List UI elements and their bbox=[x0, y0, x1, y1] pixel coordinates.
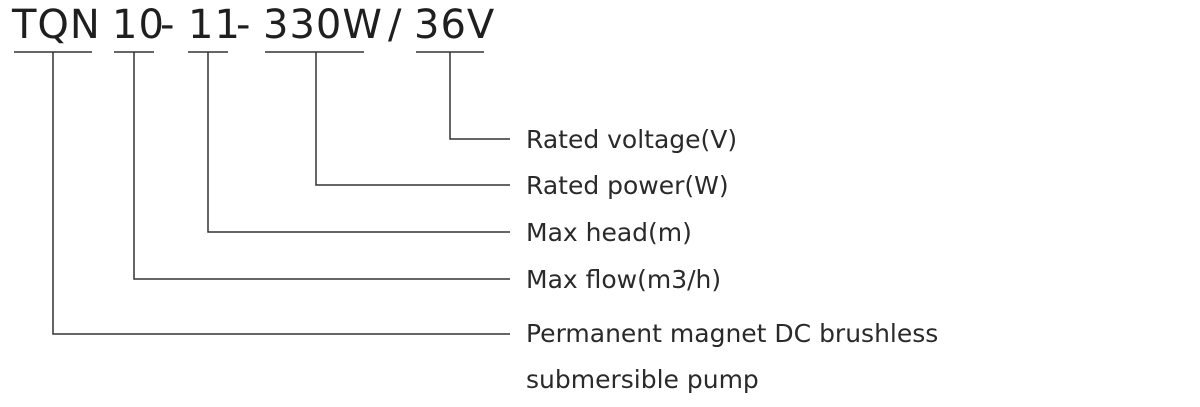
leader-voltage bbox=[449, 52, 510, 140]
leader-series bbox=[52, 52, 510, 335]
leader-head bbox=[207, 52, 510, 233]
desc-series-line-1: Permanent magnet DC brushless bbox=[526, 319, 938, 348]
desc-series-line-2: submersible pump bbox=[526, 365, 759, 394]
code-series: TQN bbox=[11, 2, 101, 48]
code-slash: / bbox=[388, 2, 402, 48]
code-power: 330W bbox=[263, 2, 383, 48]
code-dash-1: - bbox=[160, 2, 175, 48]
desc-flow: Max flow(m3/h) bbox=[526, 265, 721, 294]
code-voltage: 36V bbox=[414, 2, 495, 48]
code-head: 11 bbox=[188, 2, 241, 48]
leader-power bbox=[315, 52, 510, 186]
leader-flow bbox=[133, 52, 510, 280]
code-dash-2: - bbox=[236, 2, 251, 48]
desc-voltage: Rated voltage(V) bbox=[526, 125, 737, 154]
desc-power: Rated power(W) bbox=[526, 171, 729, 200]
code-flow: 10 bbox=[112, 2, 165, 48]
desc-head: Max head(m) bbox=[526, 218, 692, 247]
